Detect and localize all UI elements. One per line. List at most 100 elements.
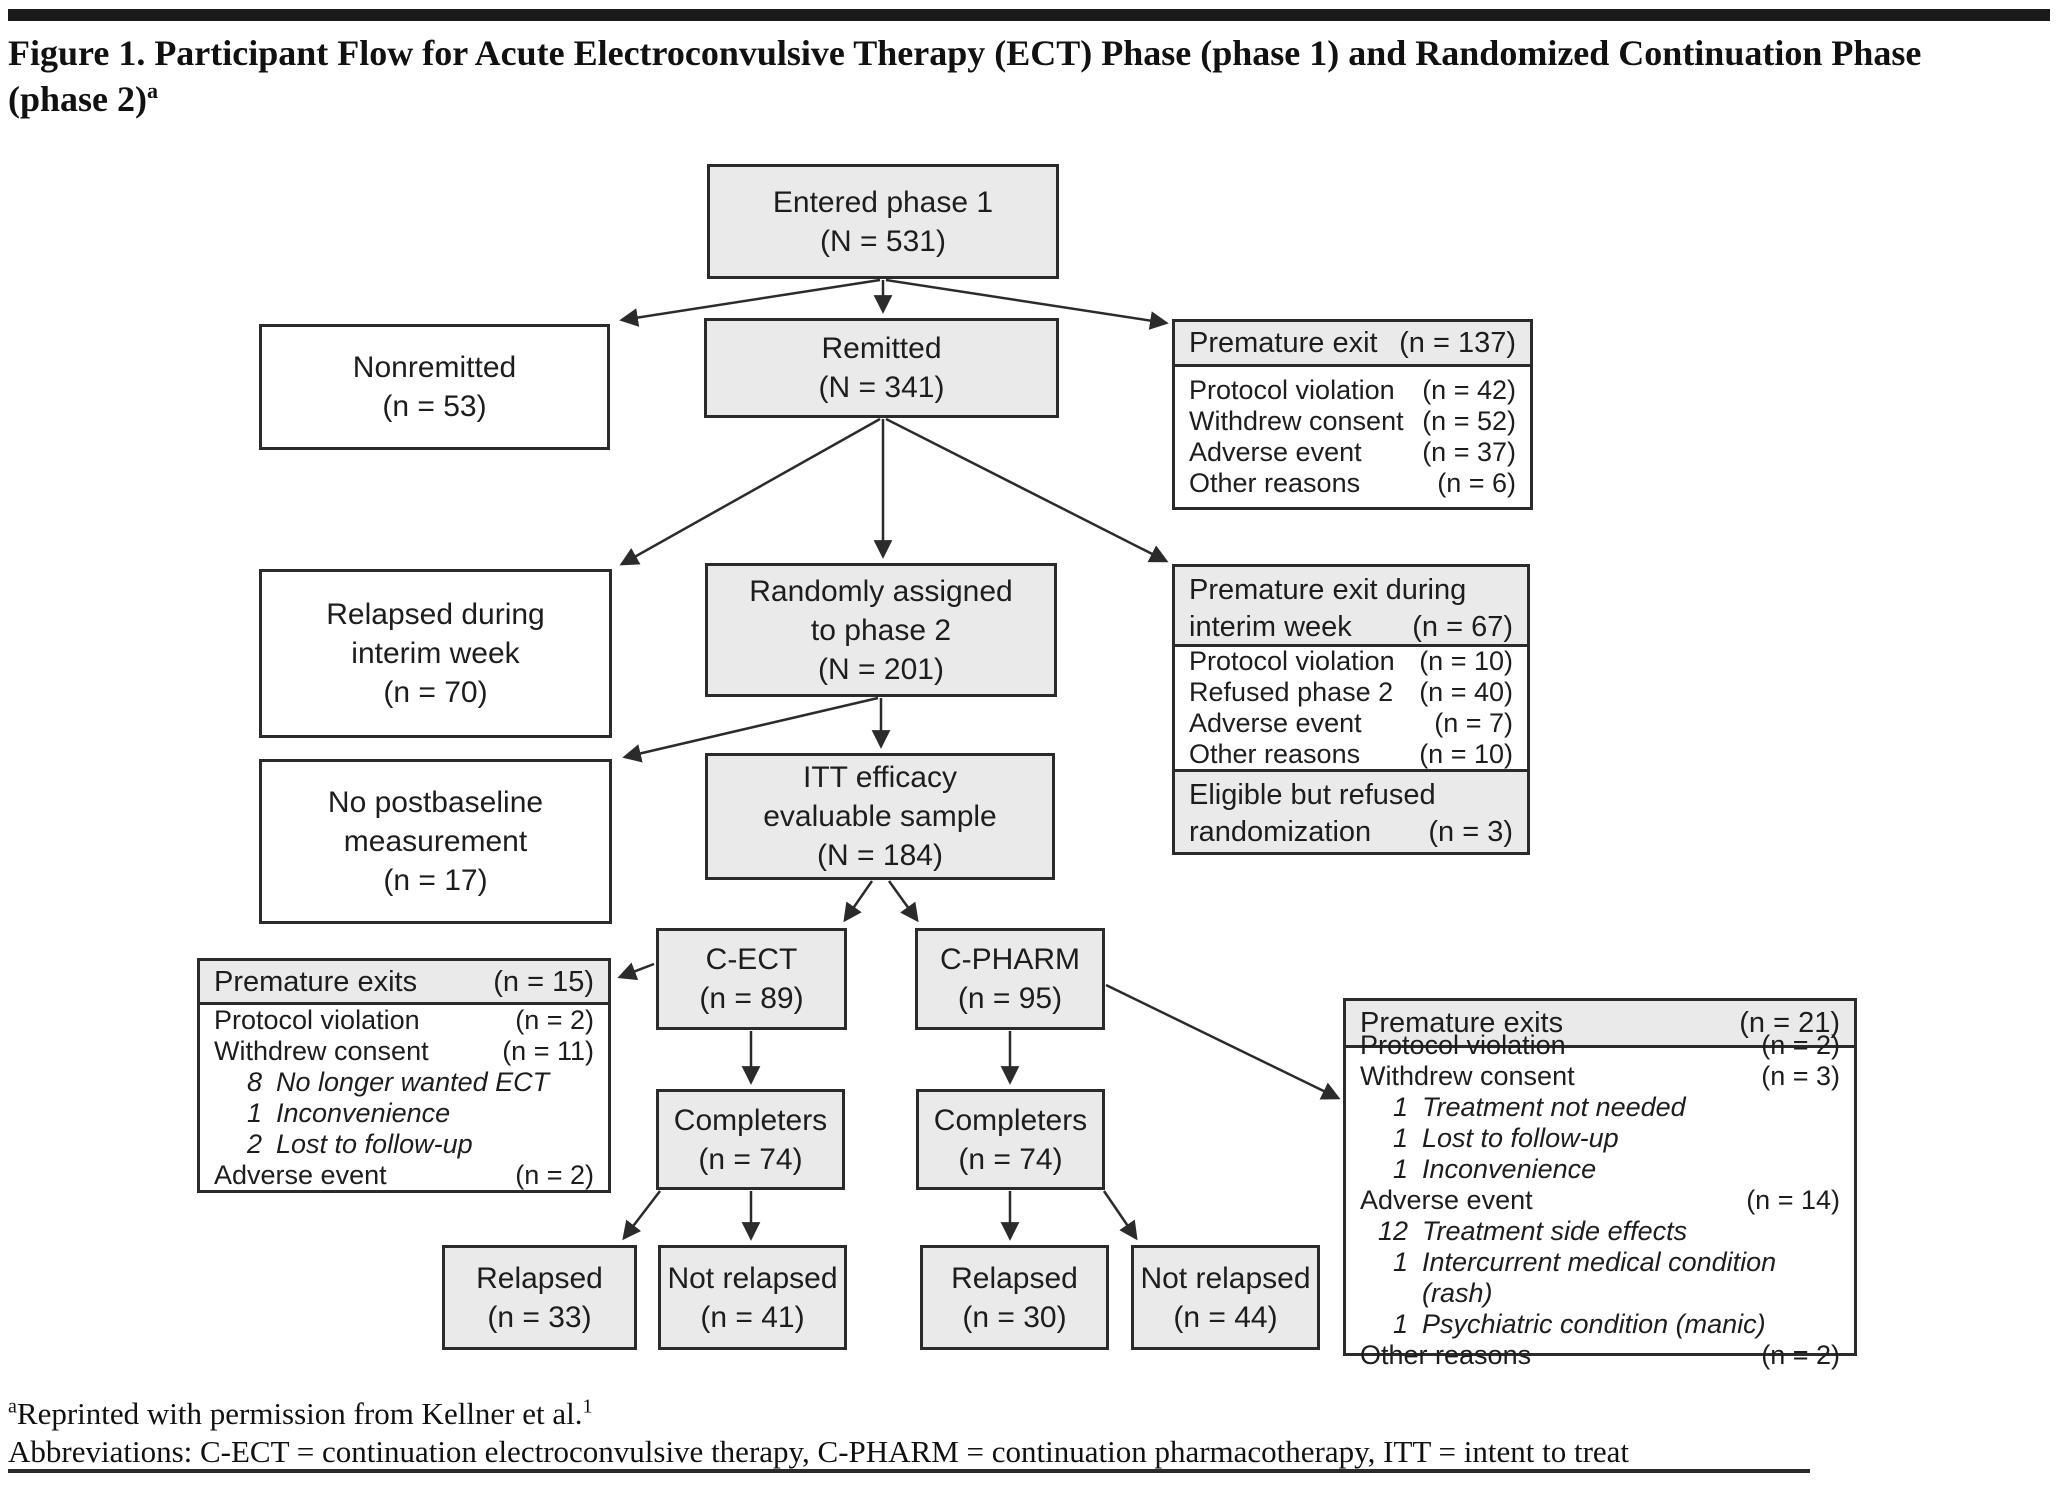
reason-n: (n = 42): [1422, 375, 1516, 405]
node-c-ect: C-ECT (n = 89): [656, 928, 847, 1030]
arrow-itt-to-cect: [843, 880, 874, 923]
arrow-entered-to-nonremitted: [619, 278, 881, 327]
reason-label: Protocol violation: [1360, 1030, 1566, 1060]
subreason-count: 1: [1392, 1092, 1408, 1122]
exit-subreason-row: 12 Treatment side effects: [1360, 1216, 1840, 1247]
footnote-abbreviations: Abbreviations: C-ECT = continuation elec…: [8, 1434, 1629, 1470]
node-itt-sample: ITT efficacy evaluable sample (N = 184): [705, 753, 1055, 880]
node-entered-phase-1: Entered phase 1 (N = 531): [707, 164, 1059, 279]
premature-exit-interim-title-line1: Premature exit during: [1189, 574, 1467, 606]
reason-n: (n = 10): [1419, 739, 1513, 769]
reason-label: Protocol violation: [1189, 646, 1395, 676]
figure-title-superscript: a: [147, 78, 159, 103]
subreason-label: Intercurrent medical condition (rash): [1422, 1247, 1777, 1308]
exit-subreason-row: 1 Psychiatric condition (manic): [1360, 1309, 1840, 1340]
node-premature-exits-cect-detail: Protocol violation(n = 2) Withdrew conse…: [197, 1002, 611, 1193]
exit-subreason-row: 1 Treatment not needed: [1360, 1092, 1840, 1123]
exit-subreason-row: 1 Lost to follow-up: [1360, 1123, 1840, 1154]
subreason-count: 1: [1392, 1123, 1408, 1153]
exit-reason-row: Protocol violation(n = 2): [1360, 1030, 1840, 1061]
exit-reason-row: Refused phase 2(n = 40): [1189, 677, 1513, 708]
exit-reason-row: Withdrew consent(n = 11): [214, 1036, 594, 1067]
eligible-refused-n: (n = 3): [1428, 816, 1513, 848]
arrow-cpharm-to-premature-exits: [1105, 983, 1341, 1100]
bottom-rule-bar: [8, 1469, 1810, 1473]
subreason-count: 1: [1392, 1309, 1408, 1339]
footnote-superscript-a: a: [8, 1395, 17, 1418]
reason-label: Withdrew consent: [214, 1035, 429, 1066]
arrow-cect-to-premature-exits: [617, 962, 655, 981]
exit-reason-row: Withdrew consent (n = 52): [1189, 406, 1516, 437]
premature-exit-phase1-title: Premature exit: [1189, 327, 1378, 359]
subreason-count: 1: [1392, 1154, 1408, 1184]
eligible-refused-text: randomization: [1189, 816, 1372, 848]
premature-exit-phase1-n: (n = 137): [1399, 327, 1516, 359]
premature-exits-cect-n: (n = 15): [493, 965, 594, 998]
exit-reason-row: Adverse event(n = 7): [1189, 708, 1513, 739]
subreason-label: Treatment not needed: [1422, 1092, 1686, 1122]
reason-n: (n = 14): [1746, 1185, 1840, 1215]
exit-reason-row: Other reasons(n = 6): [1189, 468, 1516, 499]
arrow-randomized-to-no-postbaseline: [622, 696, 879, 763]
node-c-pharm-label: C-PHARM (n = 95): [940, 943, 1080, 1015]
figure-title-text: Figure 1. Participant Flow for Acute Ele…: [8, 33, 1922, 119]
subreason-label: Treatment side effects: [1422, 1216, 1688, 1246]
subreason-label: Lost to follow-up: [1422, 1123, 1619, 1153]
subreason-count: 8: [246, 1066, 262, 1097]
eligible-refused-line1: Eligible but refused: [1189, 779, 1436, 811]
node-nonremitted-label: Nonremitted (n = 53): [352, 351, 517, 423]
node-c-ect-label: C-ECT (n = 89): [699, 943, 804, 1015]
exit-reason-row: Protocol violation (n = 42): [1189, 375, 1516, 406]
exit-reason-row: Other reasons(n = 10): [1189, 739, 1513, 770]
exit-reason-row: Adverse event (n = 14): [1360, 1185, 1840, 1216]
node-relapsed-c-ect: Relapsed (n = 33): [442, 1245, 637, 1350]
footnote-abbreviations-text: Abbreviations: C-ECT = continuation elec…: [8, 1434, 1630, 1469]
node-not-relapsed-c-pharm-label: Not relapsed (n = 44): [1140, 1261, 1311, 1334]
reason-label: Protocol violation: [214, 1004, 420, 1035]
exit-reason-row: Protocol violation(n = 2): [214, 1005, 594, 1036]
node-premature-exits-cpharm-detail: Protocol violation(n = 2) Withdrew conse…: [1343, 1030, 1857, 1370]
reason-label: Adverse event: [1189, 437, 1362, 467]
exit-reason-row: Adverse event (n = 2): [214, 1160, 594, 1191]
reason-label: Adverse event: [1360, 1185, 1533, 1215]
reason-label: Adverse event: [1189, 708, 1362, 738]
reason-label: Protocol violation: [1189, 375, 1395, 405]
exit-reason-row: Adverse event (n = 37): [1189, 437, 1516, 468]
node-completers-c-pharm: Completers (n = 74): [916, 1089, 1105, 1190]
reason-label: Withdrew consent: [1189, 406, 1404, 436]
arrow-remitted-to-relapsed-interim: [619, 417, 881, 566]
node-relapsed-c-pharm: Relapsed (n = 30): [920, 1245, 1109, 1350]
node-not-relapsed-c-pharm: Not relapsed (n = 44): [1131, 1245, 1320, 1350]
node-relapsed-c-pharm-label: Relapsed (n = 30): [951, 1261, 1078, 1334]
exit-reason-row: Withdrew consent(n = 3): [1360, 1061, 1840, 1092]
node-completers-c-ect: Completers (n = 74): [656, 1089, 845, 1190]
reason-label: Adverse event: [214, 1159, 387, 1190]
reason-label: Other reasons: [1360, 1340, 1532, 1370]
node-randomized-phase2: Randomly assigned to phase 2 (N = 201): [705, 563, 1057, 697]
figure-title: Figure 1. Participant Flow for Acute Ele…: [8, 30, 2048, 122]
node-premature-exit-interim-header: Premature exit during interim week (n = …: [1172, 564, 1530, 647]
premature-exit-interim-title-text: interim week: [1189, 611, 1352, 643]
arrow-completers-cect-to-relapsed: [622, 1190, 661, 1241]
reason-n: (n = 2): [515, 1159, 594, 1190]
node-no-postbaseline: No postbaseline measurement (n = 17): [259, 759, 612, 924]
arrow-remitted-to-premature-exit-interim: [885, 417, 1169, 563]
reason-n: (n = 52): [1422, 406, 1516, 436]
arrow-completers-cpharm-to-not-relapsed: [1102, 1190, 1138, 1241]
premature-exit-interim-title-line2: interim week (n = 67): [1189, 609, 1513, 646]
eligible-refused-line2: randomization (n = 3): [1189, 814, 1513, 851]
reason-n: (n = 37): [1422, 437, 1516, 467]
node-relapsed-interim: Relapsed during interim week (n = 70): [259, 569, 612, 738]
subreason-label: Inconvenience: [1422, 1154, 1597, 1184]
subreason-count: 12: [1377, 1216, 1408, 1246]
node-completers-c-ect-label: Completers (n = 74): [673, 1103, 828, 1176]
reason-label: Refused phase 2: [1189, 677, 1394, 707]
arrow-entered-to-premature-exit: [885, 278, 1169, 330]
subreason-label: Psychiatric condition (manic): [1422, 1309, 1766, 1339]
reason-label: Other reasons: [1189, 468, 1361, 498]
arrow-itt-to-cpharm: [887, 880, 919, 923]
